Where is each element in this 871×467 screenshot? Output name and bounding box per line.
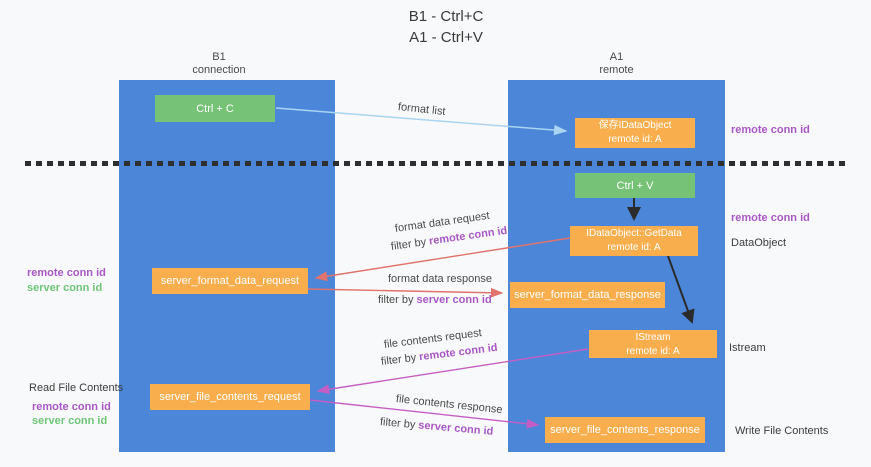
file-contents-response-label: file contents response	[395, 393, 504, 417]
server-format-data-response-box: server_format_data_response	[510, 282, 665, 308]
server-file-contents-response-box: server_file_contents_response	[545, 417, 705, 443]
column-a1-role: remote	[599, 64, 634, 76]
server-format-data-response-label: server_format_data_response	[514, 289, 661, 301]
server-conn-id-highlight: server conn id	[417, 419, 494, 438]
save-idataobject-line2: remote id: A	[608, 134, 662, 145]
annotation-remote-conn-id-mid-right: remote conn id	[731, 212, 810, 224]
column-header-b1: B1 connection	[119, 51, 319, 77]
annotation-istream: Istream	[729, 342, 766, 354]
column-b1-name: B1	[212, 51, 226, 63]
annotation-read-file-contents: Read File Contents	[29, 382, 124, 394]
save-idataobject-box: 保存IDataObject remote id: A	[575, 118, 695, 148]
istream-line2: remote id: A	[626, 346, 680, 357]
server-format-data-request-box: server_format_data_request	[152, 268, 308, 294]
filter-by-text: filter by	[380, 351, 417, 368]
ctrl-c-box: Ctrl + C	[155, 95, 275, 122]
title-line-1: B1 - Ctrl+C	[408, 8, 484, 25]
format-data-response-arrow	[307, 287, 504, 298]
idataobject-getdata-box: IDataObject::GetData remote id: A	[570, 226, 698, 256]
annotation-server-conn-id-left-bottom: server conn id	[32, 415, 108, 427]
ctrl-v-label: Ctrl + V	[616, 179, 654, 192]
title-line-2: A1 - Ctrl+V	[409, 29, 483, 46]
column-a1-name: A1	[609, 51, 624, 63]
server-format-data-request-label: server_format_data_request	[160, 275, 300, 287]
filter-by-text: filter by	[378, 294, 414, 306]
istream-box: IStream remote id: A	[589, 330, 717, 358]
column-b1-role: connection	[192, 64, 246, 76]
ctrl-v-box: Ctrl + V	[575, 173, 695, 198]
phase-separator-dashed-line	[25, 161, 848, 166]
server-file-contents-request-box: server_file_contents_request	[150, 384, 310, 410]
annotation-write-file-contents: Write File Contents	[735, 425, 829, 437]
annotation-dataobject: DataObject	[731, 237, 787, 249]
annotation-remote-conn-id-left-top: remote conn id	[27, 267, 106, 279]
ctrl-c-label: Ctrl + C	[196, 102, 234, 115]
format-data-response-label: format data response	[388, 273, 492, 285]
istream-line1: IStream	[635, 332, 671, 343]
server-file-contents-response-label: server_file_contents_response	[550, 424, 700, 436]
getdata-line1: IDataObject::GetData	[586, 228, 682, 239]
diagram-title: B1 - Ctrl+C A1 - Ctrl+V	[306, 6, 586, 48]
filter-by-text: filter by	[390, 236, 427, 253]
getdata-line2: remote id: A	[607, 242, 661, 253]
column-header-a1: A1 remote	[508, 51, 725, 77]
annotation-remote-conn-id-top-right: remote conn id	[731, 124, 810, 136]
annotation-remote-conn-id-left-bottom: remote conn id	[32, 401, 111, 413]
format-list-label: format list	[397, 101, 447, 118]
filter-by-text: filter by	[379, 416, 416, 432]
save-idataobject-line1: 保存IDataObject	[598, 120, 672, 131]
server-file-contents-request-label: server_file_contents_request	[159, 391, 301, 403]
server-conn-id-highlight: server conn id	[416, 294, 492, 306]
annotation-server-conn-id-left-top: server conn id	[27, 282, 103, 294]
